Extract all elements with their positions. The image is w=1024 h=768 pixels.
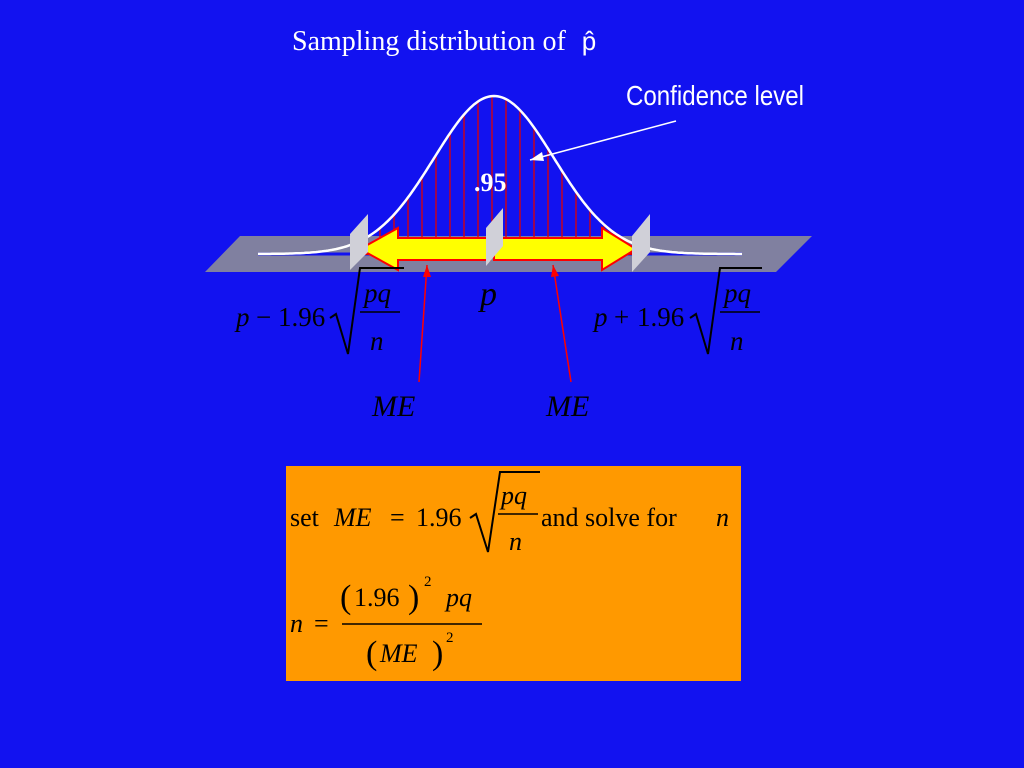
lower-p: p [234, 302, 250, 332]
box-num: pq [499, 481, 527, 510]
num-pq: pq [444, 583, 472, 612]
right-me-label: ME [545, 390, 589, 423]
p-hat-symbol: p̂ [581, 26, 597, 56]
confidence-level-label: Confidence level [626, 80, 805, 111]
upper-z: 1.96 [637, 302, 684, 332]
center-marker [486, 208, 503, 266]
upper-p: p [592, 302, 608, 332]
box-den: n [509, 527, 522, 556]
open-paren-2: ( [366, 635, 377, 672]
lower-num: pq [362, 278, 391, 308]
normal-curve [258, 94, 742, 256]
upper-den: n [730, 326, 744, 356]
open-paren-1: ( [340, 579, 351, 616]
solve-text: and solve for [541, 503, 677, 532]
lower-op: − [256, 302, 271, 332]
title-text: Sampling distribution of [292, 26, 566, 57]
left-me-arrowhead [423, 265, 431, 277]
den-me: ME [379, 639, 418, 668]
lower-bound-marker [350, 214, 368, 270]
lower-z: 1.96 [278, 302, 325, 332]
solve-var: n [716, 503, 729, 532]
area-value-label: .95 [474, 168, 507, 197]
upper-bound-marker [632, 214, 650, 272]
num-exponent: 2 [424, 574, 432, 590]
lhs-n: n [290, 609, 303, 638]
num-z: 1.96 [354, 583, 400, 612]
formula-box: set ME = 1.96 pq n and solve for n n = (… [286, 466, 741, 681]
upper-bound-formula: p + 1.96 pq n [592, 267, 762, 356]
set-word: set [290, 503, 320, 532]
slide-title: Sampling distribution of p̂ [292, 26, 596, 58]
upper-sqrt-sign [689, 267, 762, 355]
lower-den: n [370, 326, 384, 356]
box-sqrt-sign [469, 471, 540, 553]
equals-sign-2: = [314, 609, 329, 638]
close-paren-1: ) [408, 579, 419, 616]
z-value-1: 1.96 [416, 503, 462, 532]
confidence-pointer-arrowhead [530, 152, 544, 161]
right-me-arrowhead [551, 265, 559, 277]
equals-sign-1: = [390, 503, 405, 532]
upper-num: pq [722, 278, 751, 308]
me-term: ME [333, 503, 372, 532]
den-exponent: 2 [446, 630, 454, 646]
center-p-label: p [478, 276, 497, 313]
upper-op: + [614, 302, 629, 332]
left-me-pointer [418, 264, 428, 383]
formula-box-svg: set ME = 1.96 pq n and solve for n n = (… [290, 471, 729, 672]
lower-sqrt-sign [329, 267, 404, 355]
lower-bound-formula: p − 1.96 pq n [234, 267, 404, 356]
close-paren-2: ) [432, 635, 443, 672]
confidence-pointer-line [529, 120, 677, 161]
right-me-pointer [552, 264, 572, 383]
left-me-label: ME [371, 390, 415, 423]
